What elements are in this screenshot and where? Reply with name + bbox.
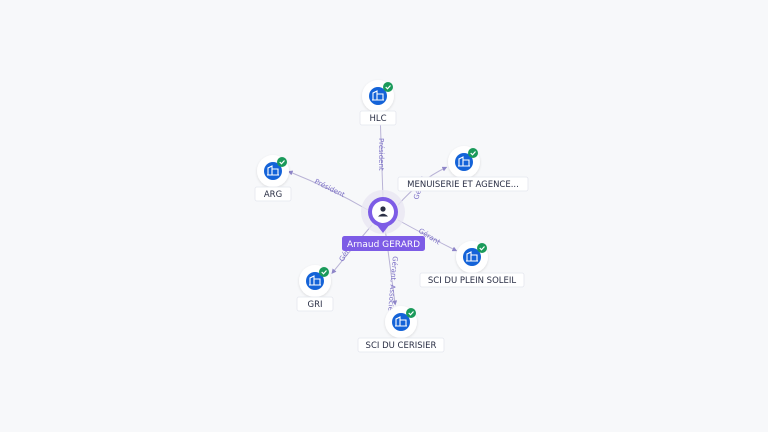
- node-label-sci-cerisier: SCI DU CERISIER: [366, 341, 437, 351]
- node-label-gri: GRI: [308, 300, 323, 310]
- building-icon: [372, 90, 384, 101]
- nodes-layer: HLC MENUISERIE ET AGENCE...: [254, 80, 529, 353]
- building-icon: [458, 156, 470, 167]
- edge-label-sci-cerisier: Gérant, Associé: [386, 256, 399, 311]
- node-hlc[interactable]: HLC: [359, 80, 397, 126]
- center-label: Arnaud GERARD: [347, 240, 420, 250]
- verified-check-icon: [406, 308, 416, 318]
- node-arg[interactable]: ARG: [254, 155, 292, 202]
- node-gri[interactable]: GRI: [296, 265, 334, 312]
- node-label-menuiserie: MENUISERIE ET AGENCE...: [407, 180, 519, 190]
- building-icon: [466, 251, 478, 262]
- edge-sci-cerisier: [384, 227, 398, 306]
- building-icon: [267, 165, 279, 176]
- edge-hlc: [377, 109, 384, 199]
- building-icon: [309, 275, 321, 286]
- building-icon: [395, 316, 407, 327]
- verified-check-icon: [383, 82, 393, 92]
- verified-check-icon: [468, 148, 478, 158]
- node-label-hlc: HLC: [369, 114, 386, 124]
- verified-check-icon: [319, 267, 329, 277]
- edge-arg: [287, 170, 369, 211]
- person-icon: [378, 206, 388, 217]
- node-menuiserie[interactable]: MENUISERIE ET AGENCE...: [397, 146, 529, 192]
- node-label-arg: ARG: [264, 190, 282, 200]
- verified-check-icon: [477, 243, 487, 253]
- node-sci-plein-soleil[interactable]: SCI DU PLEIN SOLEIL: [419, 241, 525, 288]
- edge-label-hlc: Président: [377, 138, 385, 171]
- node-label-sci-plein-soleil: SCI DU PLEIN SOLEIL: [428, 276, 517, 286]
- verified-check-icon: [277, 157, 287, 167]
- edge-sci-plein-soleil: [397, 219, 458, 252]
- center-node-person[interactable]: Arnaud GERARD: [342, 190, 425, 251]
- node-sci-cerisier[interactable]: SCI DU CERISIER: [357, 306, 445, 353]
- edge-label-arg: Président: [313, 178, 346, 200]
